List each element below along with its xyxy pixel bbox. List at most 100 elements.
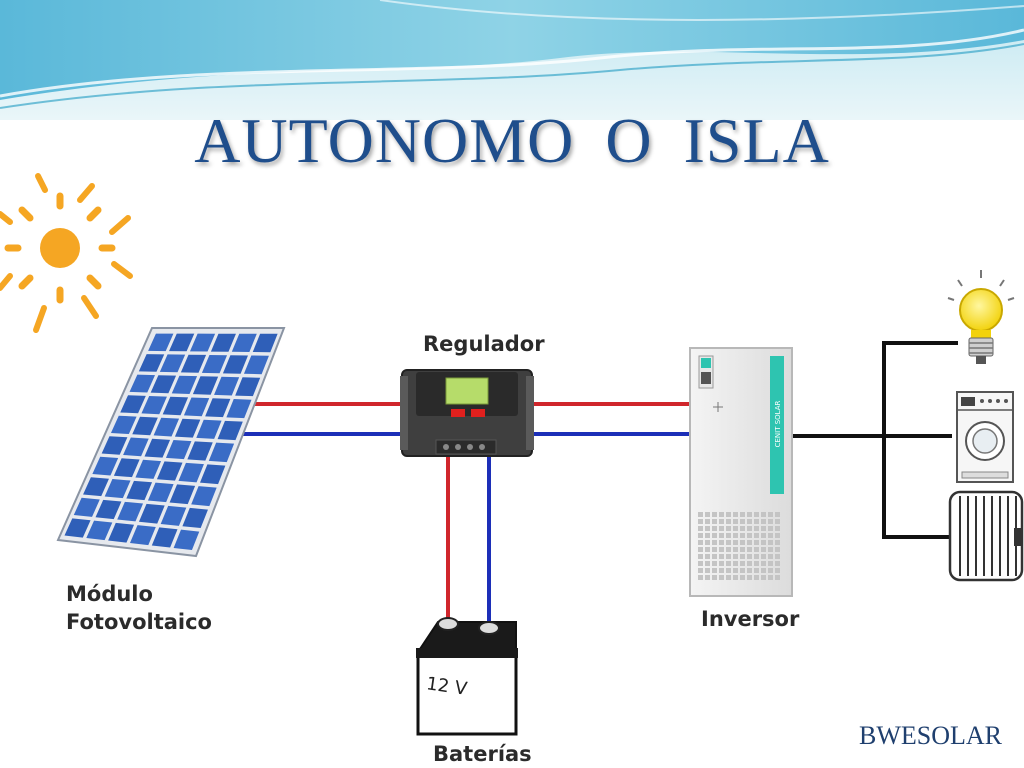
solar-cell — [148, 333, 174, 352]
solar-cell — [252, 333, 278, 353]
vent-slot — [775, 512, 780, 517]
vent-slot — [698, 568, 703, 573]
vent-slot — [698, 547, 703, 552]
solar-cell — [196, 419, 222, 439]
solar-cell — [191, 486, 217, 507]
vent-slot — [726, 561, 731, 566]
vent-slot — [754, 519, 759, 524]
vent-slot — [726, 540, 731, 545]
solar-cell — [151, 527, 178, 548]
solar-cell — [117, 501, 144, 522]
vent-slot — [705, 554, 710, 559]
vent-slot — [761, 561, 766, 566]
vent-slot — [726, 554, 731, 559]
vent-slot — [733, 547, 738, 552]
vent-slot — [726, 512, 731, 517]
vent-slot — [740, 554, 745, 559]
vent-slot — [740, 526, 745, 531]
vent-slot — [719, 575, 724, 580]
module-label-line1: Módulo — [66, 582, 153, 606]
solar-cell — [86, 520, 113, 541]
regulator-display — [445, 377, 489, 405]
vent-slot — [712, 561, 717, 566]
vent-slot — [698, 512, 703, 517]
solar-cell — [214, 376, 240, 396]
vent-slot — [712, 526, 717, 531]
solar-cell — [169, 484, 196, 505]
vent-slot — [712, 568, 717, 573]
vent-slot — [754, 526, 759, 531]
vent-slot — [754, 575, 759, 580]
vent-slot — [719, 561, 724, 566]
vent-slot — [733, 519, 738, 524]
vent-slot — [775, 533, 780, 538]
vent-slot — [754, 533, 759, 538]
vent-slot — [726, 533, 731, 538]
vent-slot — [726, 547, 731, 552]
solar-cell — [113, 458, 140, 478]
battery-terminal-negative — [478, 621, 500, 635]
solar-cell — [83, 477, 109, 497]
regulator-button-left — [451, 409, 465, 417]
vent-slot — [740, 533, 745, 538]
solar-cell — [92, 456, 119, 476]
vent-slot — [740, 540, 745, 545]
regulator-label: Regulador — [423, 332, 545, 356]
vent-slot — [733, 575, 738, 580]
solar-cell — [150, 375, 177, 394]
charge-regulator — [400, 369, 534, 457]
solar-cell — [171, 375, 198, 394]
vent-slot — [740, 568, 745, 573]
vent-slot — [719, 540, 724, 545]
vent-slot — [768, 547, 773, 552]
solar-cell — [231, 333, 257, 352]
solar-cell — [120, 395, 146, 414]
solar-cell — [217, 420, 243, 441]
solar-cell — [205, 398, 231, 418]
vent-slot — [719, 526, 724, 531]
vent-slot — [747, 512, 752, 517]
solar-cell — [64, 518, 91, 538]
vent-slot — [712, 540, 717, 545]
vent-slot — [733, 540, 738, 545]
vent-slot — [719, 554, 724, 559]
vent-slot — [726, 526, 731, 531]
solar-cell — [189, 333, 216, 352]
solar-cell — [174, 418, 201, 438]
vent-slot — [747, 533, 752, 538]
vent-slot — [712, 575, 717, 580]
vent-slot — [754, 561, 759, 566]
vent-slot — [747, 554, 752, 559]
vent-slot — [705, 540, 710, 545]
battery: 12 V — [416, 617, 518, 736]
vent-slot — [740, 561, 745, 566]
inverter-label: Inversor — [701, 607, 800, 631]
vent-slot — [719, 519, 724, 524]
solar-cell — [180, 354, 207, 373]
vent-slot — [740, 512, 745, 517]
regulator-button-right — [471, 409, 485, 417]
vent-slot — [761, 512, 766, 517]
vent-slot — [775, 561, 780, 566]
solar-cell — [104, 479, 131, 499]
vent-slot — [775, 547, 780, 552]
solar-cell — [108, 522, 135, 543]
vent-slot — [747, 575, 752, 580]
module-label-line2: Fotovoltaico — [66, 610, 212, 634]
vent-slot — [698, 561, 703, 566]
solar-panel — [56, 327, 286, 558]
solar-cell — [192, 376, 219, 395]
vent-slot — [747, 568, 752, 573]
vent-slot — [754, 540, 759, 545]
solar-cell — [199, 464, 226, 485]
vent-slot — [712, 533, 717, 538]
header-wave-background — [0, 0, 1024, 120]
vent-slot — [775, 575, 780, 580]
solar-cell — [201, 354, 228, 374]
sun-icon — [0, 173, 133, 333]
solar-cell — [101, 436, 128, 455]
solar-cell — [144, 438, 171, 458]
vent-slot — [719, 533, 724, 538]
vent-slot — [761, 526, 766, 531]
